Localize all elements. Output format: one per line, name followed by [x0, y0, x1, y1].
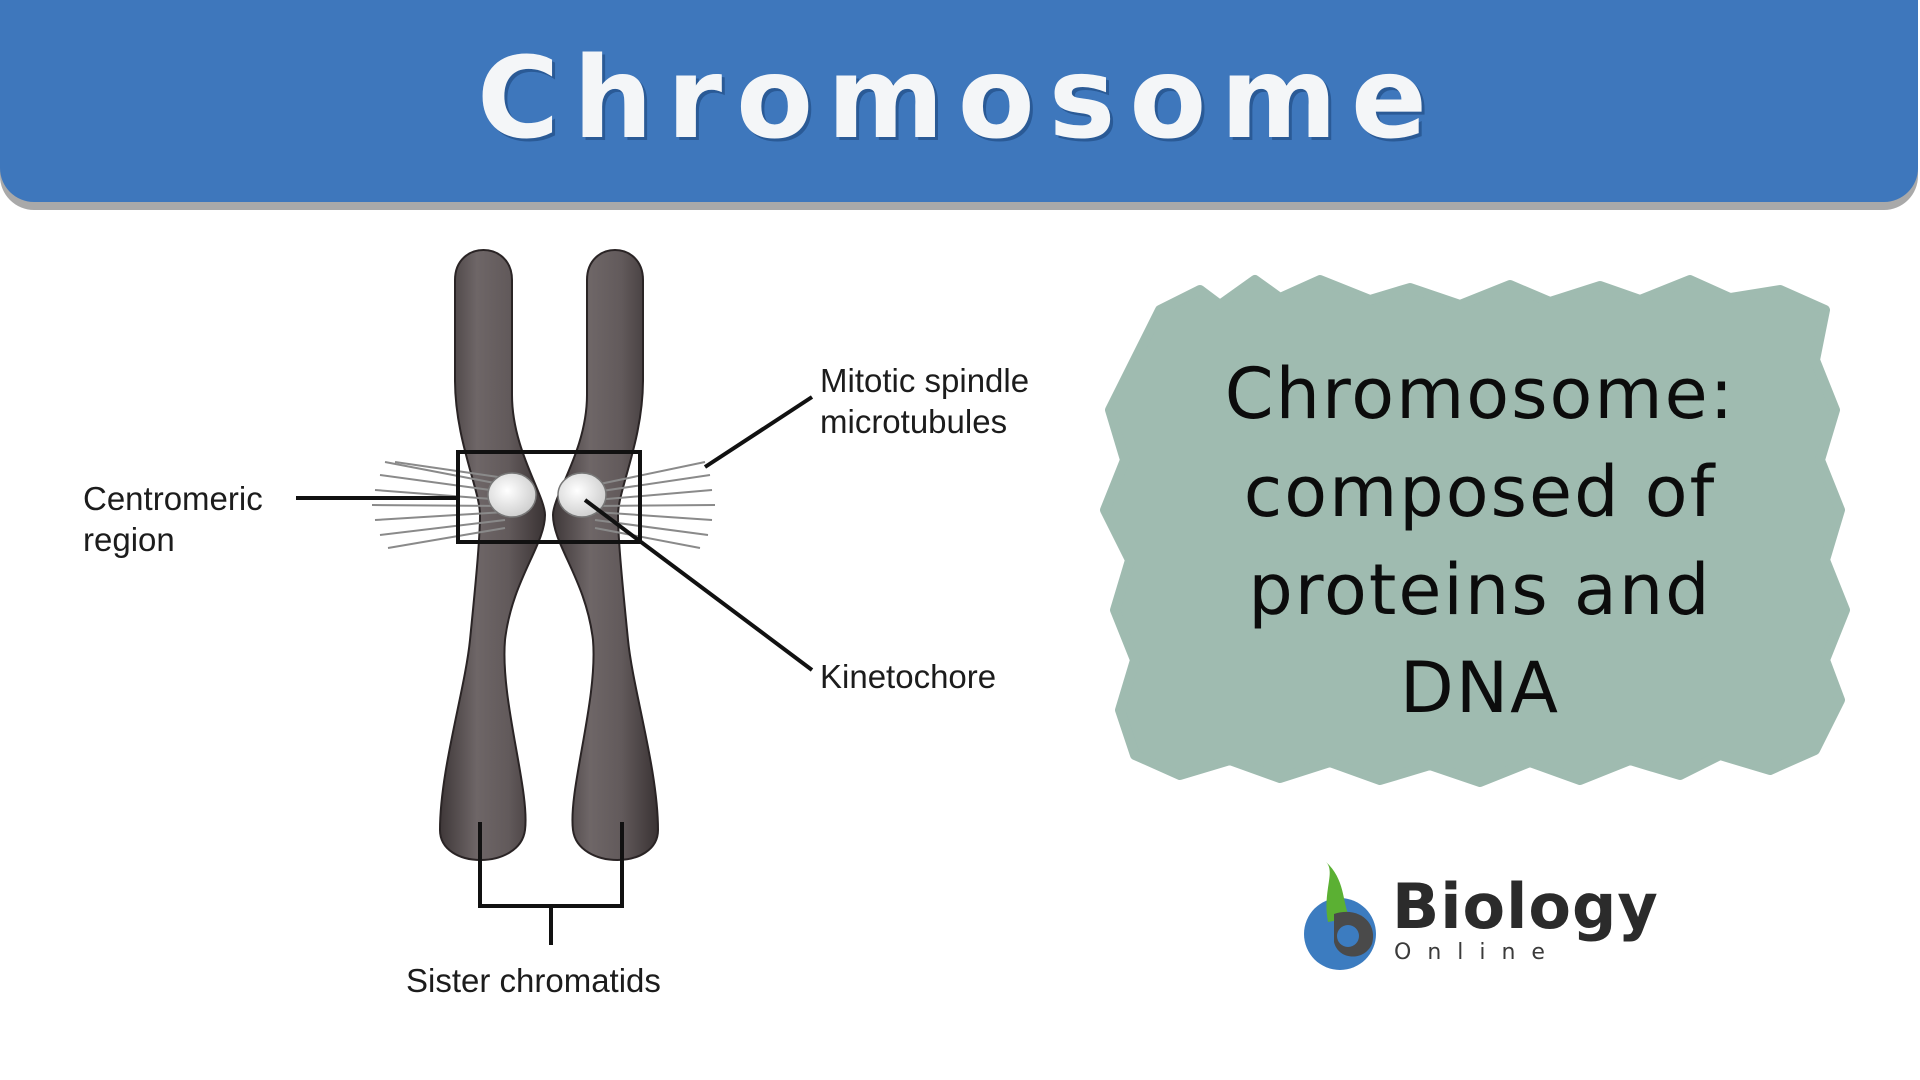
note-line: composed of [1243, 451, 1717, 533]
sister-chromatids-label: Sister chromatids [406, 962, 661, 999]
note-line: proteins and [1248, 549, 1712, 631]
sister-chromatids-bracket [478, 822, 624, 945]
kinetochore-label: Kinetochore [820, 658, 997, 695]
logo-subtext: Online [1394, 940, 1561, 965]
centromeric-region-label: Centromeric region [83, 480, 263, 558]
leaf-drop-icon [1304, 862, 1376, 970]
title-banner: Chromosome [0, 0, 1918, 202]
kinetochore-left [487, 472, 537, 518]
logo-wordmark: Biology [1392, 870, 1659, 943]
definition-note-background [1100, 275, 1850, 787]
spindle-leader-line [703, 395, 814, 469]
right-sister-chromatid [551, 249, 660, 861]
note-line: Chromosome: [1224, 353, 1736, 435]
left-sister-chromatid [438, 249, 547, 861]
spindle-microtubules-label: Mitotic spindle microtubules [820, 362, 1030, 440]
spindle-microtubules-left [371, 461, 506, 549]
kinetochore-leader-line [583, 498, 814, 672]
note-line: DNA [1399, 647, 1561, 729]
page-title: Chromosome [476, 34, 1442, 164]
definition-note: Chromosome: composed of proteins and DNA [1130, 345, 1830, 737]
